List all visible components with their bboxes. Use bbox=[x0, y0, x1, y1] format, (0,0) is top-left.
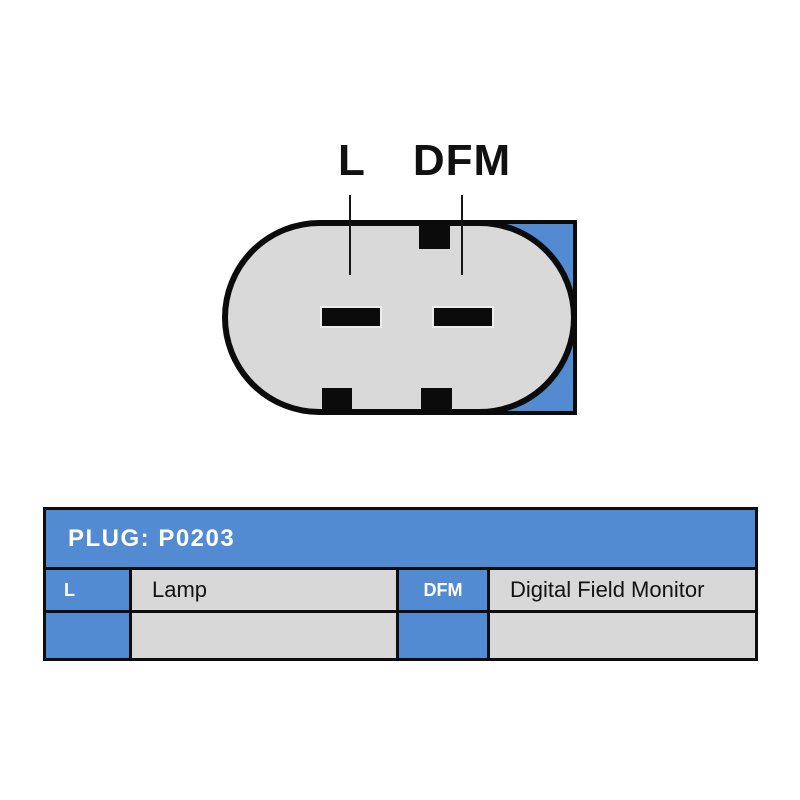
cell-blank-desc1 bbox=[132, 613, 396, 658]
top-key-tab bbox=[419, 224, 450, 249]
bottom-key-tab-left bbox=[322, 388, 352, 412]
bottom-key-tab-right bbox=[421, 388, 452, 412]
pin-label-dfm: DFM bbox=[412, 136, 512, 185]
cell-desc-lamp: Lamp bbox=[132, 570, 396, 610]
plug-table-title: PLUG: P0203 bbox=[46, 510, 755, 567]
cell-blank-desc2 bbox=[490, 613, 755, 658]
lead-line-l bbox=[349, 195, 351, 275]
cell-pin-dfm: DFM bbox=[399, 570, 487, 610]
plug-table: PLUG: P0203 L Lamp DFM Digital Field Mon… bbox=[43, 507, 758, 661]
cell-blank-pin2 bbox=[399, 613, 487, 658]
table-row bbox=[46, 613, 755, 658]
pin-slot-l bbox=[320, 306, 382, 328]
lead-line-dfm bbox=[461, 195, 463, 275]
pin-slot-dfm bbox=[432, 306, 494, 328]
table-row: L Lamp DFM Digital Field Monitor bbox=[46, 570, 755, 610]
pin-label-l: L bbox=[338, 136, 366, 185]
cell-pin-l: L bbox=[46, 570, 129, 610]
cell-blank-pin1 bbox=[46, 613, 129, 658]
cell-desc-dfm: Digital Field Monitor bbox=[490, 570, 755, 610]
connector-housing bbox=[222, 220, 577, 415]
